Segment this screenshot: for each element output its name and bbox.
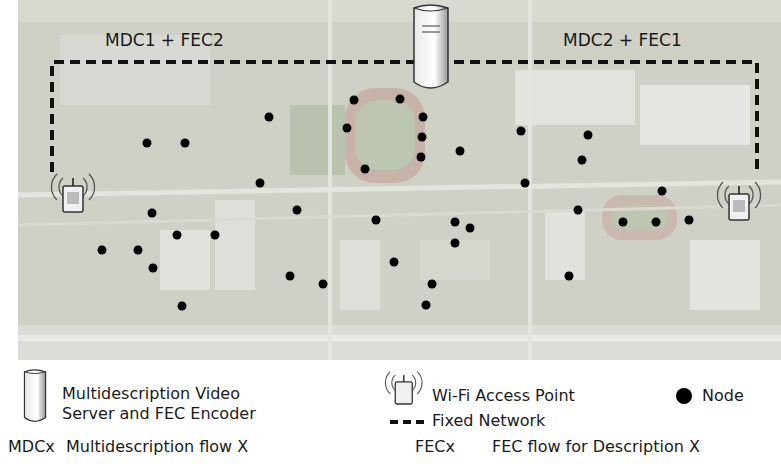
- abbreviation-meaning: Multidescription flow X: [66, 437, 248, 457]
- fixed-network-line: [52, 62, 757, 172]
- legend-node-dot: [676, 388, 692, 404]
- legend-access-point-icon: [385, 372, 422, 404]
- flow-label: MDC1 + FEC2: [105, 30, 224, 51]
- legend-label: Fixed Network: [432, 411, 545, 431]
- server-icon: [414, 5, 448, 88]
- legend-label: Wi-Fi Access Point: [432, 386, 575, 406]
- aerial-map: [18, 0, 781, 360]
- legend-fixed-network-line: [390, 420, 424, 424]
- legend-label: Node: [702, 386, 744, 406]
- legend-label: Multidescription Video Server and FEC En…: [62, 384, 297, 424]
- flow-label: MDC2 + FEC1: [563, 30, 682, 51]
- legend-server-icon: [24, 370, 45, 421]
- abbreviation-meaning: FEC flow for Description X: [492, 437, 700, 457]
- wifi-access-point: [51, 174, 94, 212]
- node-dots: [98, 95, 694, 311]
- wifi-access-point: [717, 182, 760, 220]
- abbreviation: MDCx: [8, 437, 55, 457]
- abbreviation: FECx: [415, 437, 455, 457]
